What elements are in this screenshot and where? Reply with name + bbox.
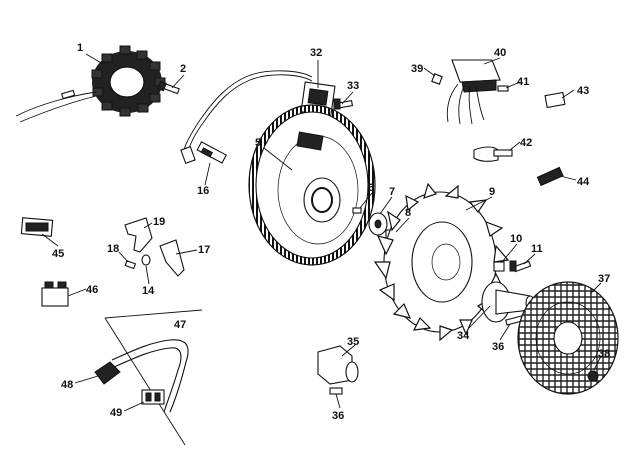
- part-switch-46: [41, 281, 69, 307]
- part-washer-14: [141, 254, 151, 266]
- callout-44: 44: [577, 176, 590, 188]
- callout-16: 16: [197, 185, 209, 197]
- callout-46: 46: [86, 284, 98, 296]
- callout-leaders: [41, 53, 602, 412]
- callout-34: 34: [457, 330, 470, 342]
- part-spark-plug: [196, 141, 227, 164]
- part-bracket-19: [124, 217, 153, 253]
- callout-labels: 1 2 32 33 5 6 7 8 9 10 11 16 19 17 18 14…: [52, 42, 610, 422]
- part-plate-17: [159, 239, 185, 277]
- callout-8: 8: [405, 207, 411, 219]
- part-bracket-35: [317, 345, 359, 395]
- callout-36-hub: 36: [492, 341, 504, 353]
- part-wiring-harness: [94, 309, 203, 446]
- part-screw-11: [509, 260, 532, 273]
- part-flywheel: [248, 104, 376, 266]
- part-screw-2: [157, 80, 180, 95]
- part-stator: [15, 45, 166, 123]
- callout-49: 49: [110, 407, 122, 419]
- callout-41: 41: [517, 76, 529, 88]
- callout-18: 18: [107, 243, 119, 255]
- callout-2: 2: [180, 63, 186, 75]
- part-nut-10: [493, 261, 505, 272]
- callout-43: 43: [577, 85, 589, 97]
- callout-38: 38: [598, 348, 610, 360]
- part-fan: [373, 182, 510, 342]
- callout-42: 42: [520, 137, 532, 149]
- callout-47: 47: [174, 319, 186, 331]
- part-grass-screen: [517, 281, 619, 395]
- part-terminal-44: [536, 166, 564, 187]
- part-clip-39: [431, 73, 443, 85]
- callout-35: 35: [347, 336, 359, 348]
- part-rectifier-40: [446, 59, 501, 125]
- callout-5: 5: [255, 137, 261, 149]
- part-switch-45: [20, 217, 54, 237]
- callout-45: 45: [52, 248, 64, 260]
- part-clip-42: [473, 146, 513, 162]
- callout-37: 37: [598, 273, 610, 285]
- part-screw-18: [124, 260, 137, 270]
- part-connector-43: [544, 91, 566, 109]
- part-key-6: [352, 207, 362, 214]
- part-washer-7: [368, 212, 388, 236]
- callout-1: 1: [77, 42, 83, 54]
- callout-9: 9: [489, 186, 495, 198]
- callout-19: 19: [153, 216, 165, 228]
- callout-6: 6: [368, 182, 374, 194]
- callout-40: 40: [494, 47, 506, 59]
- callout-10: 10: [510, 233, 522, 245]
- callout-14: 14: [142, 285, 155, 297]
- callout-17: 17: [198, 244, 210, 256]
- callout-39: 39: [411, 63, 423, 75]
- callout-7: 7: [389, 186, 395, 198]
- callout-33: 33: [347, 80, 359, 92]
- part-hub: [481, 281, 535, 323]
- callout-32: 32: [310, 47, 322, 59]
- callout-36-bracket: 36: [332, 410, 344, 422]
- part-nut-38: [587, 370, 599, 382]
- callout-11: 11: [531, 243, 543, 255]
- part-screw-41: [497, 85, 509, 92]
- callout-48: 48: [61, 379, 73, 391]
- part-screw-33: [333, 98, 354, 110]
